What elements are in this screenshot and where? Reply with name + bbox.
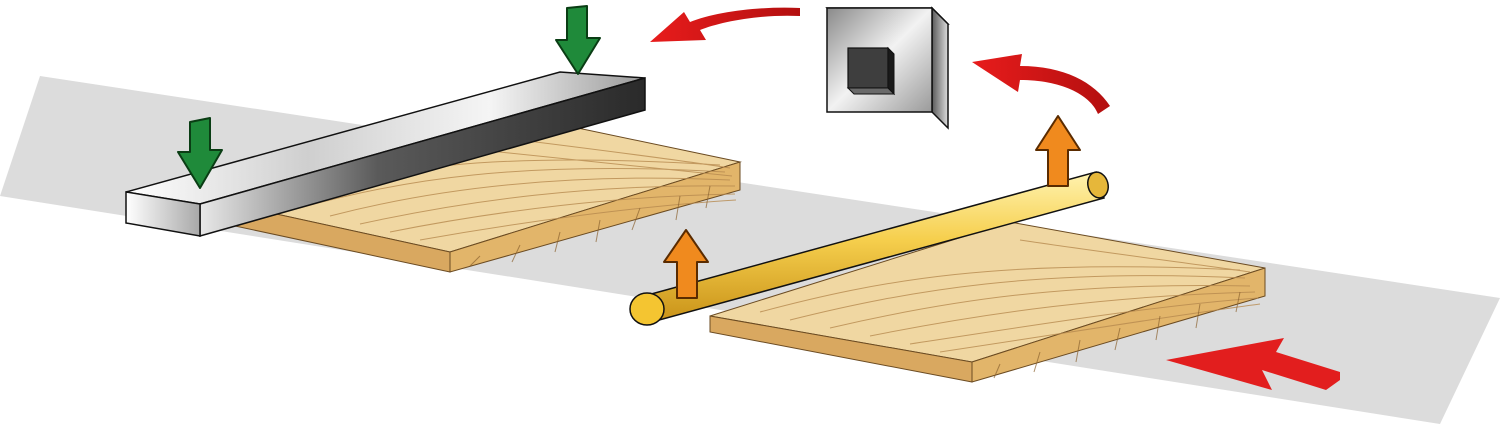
left-wood-board <box>234 117 742 273</box>
arrow-up-icon <box>663 229 709 299</box>
arrow-down-icon <box>555 5 601 75</box>
yellow-rod <box>629 171 1109 326</box>
curved-arrow-icon <box>650 7 800 42</box>
arrow-up-icon <box>1035 115 1081 187</box>
steel-press-bar <box>125 71 646 237</box>
right-wood-board <box>709 221 1266 383</box>
steel-block <box>825 6 950 130</box>
arrow-left-icon <box>1166 338 1340 390</box>
curved-arrow-icon <box>972 54 1110 114</box>
arrow-down-icon <box>177 117 223 189</box>
